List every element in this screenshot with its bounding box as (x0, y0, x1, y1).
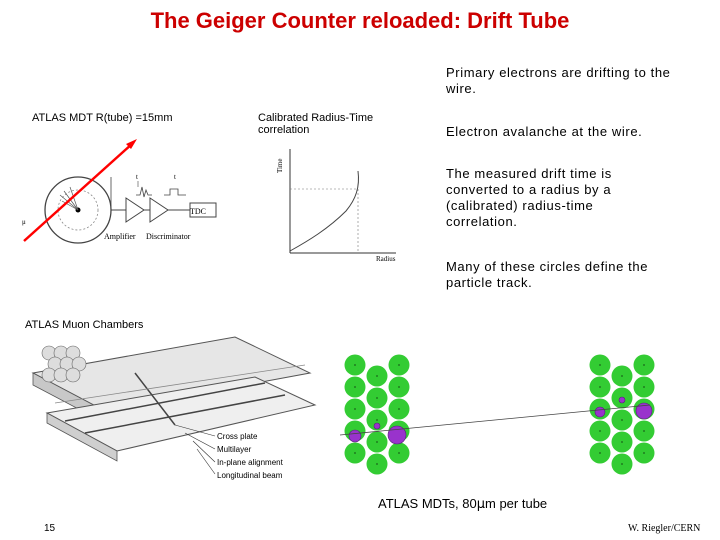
mdt-caption-mu: μ (476, 497, 486, 512)
anode-wire-dot (643, 452, 645, 454)
mdt-radius-label: ATLAS MDT R(tube) =15mm (32, 112, 173, 124)
hit-drift-circle (635, 402, 653, 420)
anode-wire-dot (621, 463, 623, 465)
longitudinal-beam-label: Longitudinal beam (217, 471, 283, 480)
anode-wire-dot (599, 386, 601, 388)
anode-wire-dot (354, 364, 356, 366)
bullet-drift-time: The measured drift time is converted to … (446, 166, 612, 229)
amplifier-symbol (125, 197, 145, 223)
bullet-avalanche: Electron avalanche at the wire. (446, 124, 643, 139)
drift-tube-schematic: μ t t TDC Amplifier Discriminator (22, 139, 217, 244)
mdt-hits-diagram (339, 354, 655, 475)
anode-wire-dot (643, 364, 645, 366)
reconstructed-track-line (339, 404, 651, 436)
discriminator-label: Discriminator (146, 232, 191, 241)
bullet-primary-electrons: Primary electrons are drifting to the wi… (446, 65, 671, 96)
muon-chamber-diagram: Cross plate Multilayer In-plane alignmen… (31, 336, 317, 480)
arrow-head-icon (126, 139, 137, 149)
page-number: 15 (44, 523, 56, 534)
svg-text:t: t (136, 173, 138, 181)
author-credit: W. Riegler/CERN (628, 523, 701, 534)
hit-drift-circle (387, 425, 407, 445)
slide-title: The Geiger Counter reloaded: Drift Tube (150, 8, 570, 33)
signal-pulse-icon (136, 186, 152, 198)
rt-ylabel: Time (276, 158, 284, 173)
tdc-box (189, 202, 217, 218)
tube-array (344, 354, 655, 475)
anode-wire-dot (621, 419, 623, 421)
hit-drift-circle (594, 406, 606, 418)
anode-wire-dot (354, 386, 356, 388)
mdt-caption-post: m per tube (485, 496, 548, 511)
anode-wire-dot (599, 430, 601, 432)
bullet-circles-track: Many of these circles define the particl… (446, 259, 649, 290)
hit-drift-circle (373, 422, 381, 430)
discriminator-symbol (149, 197, 169, 223)
anode-wire-dot (376, 419, 378, 421)
amplifier-label: Amplifier (104, 232, 136, 241)
rt-correlation-label: Calibrated Radius-Time correlation (258, 112, 374, 136)
rt-xlabel: Radius (376, 255, 396, 263)
svg-text:t: t (174, 173, 176, 181)
particle-track-arrow (23, 142, 134, 242)
mdt-caption: ATLAS MDTs, 80μm per tube (378, 496, 547, 512)
drift-circle (57, 189, 99, 231)
anode-wire-dot (643, 430, 645, 432)
anode-wire-dot (621, 441, 623, 443)
anode-wire-dot (354, 452, 356, 454)
anode-wire-dot (376, 375, 378, 377)
anode-wire-dot (398, 386, 400, 388)
muon-chambers-label: ATLAS Muon Chambers (25, 319, 144, 331)
cross-plate (134, 372, 176, 426)
anode-wire-dot (398, 364, 400, 366)
rt-correlation-plot: Time Radius (276, 149, 396, 263)
cross-plate-label: Cross plate (217, 432, 258, 441)
hit-drift-circle (348, 429, 362, 443)
anode-wire-dot (376, 397, 378, 399)
logic-pulse-icon (164, 188, 186, 196)
multilayer-label: Multilayer (217, 445, 252, 454)
svg-text:μ: μ (22, 218, 26, 226)
anode-wire-dot (621, 375, 623, 377)
hit-drift-circle (618, 396, 626, 404)
anode-wire-dot (376, 463, 378, 465)
anode-wire-dot (398, 408, 400, 410)
inplane-alignment-label: In-plane alignment (217, 458, 284, 467)
anode-wire-dot (599, 364, 601, 366)
rt-curve (289, 170, 359, 252)
anode-wire-dot (599, 452, 601, 454)
anode-wire-dot (643, 386, 645, 388)
mdt-caption-pre: ATLAS MDTs, 80 (378, 496, 477, 511)
longitudinal-beam (64, 382, 266, 422)
tdc-label: TDC (190, 207, 206, 216)
anode-wire-dot (376, 441, 378, 443)
anode-wire-dot (398, 452, 400, 454)
tube-bundle (41, 345, 87, 383)
anode-wire-dot (354, 408, 356, 410)
